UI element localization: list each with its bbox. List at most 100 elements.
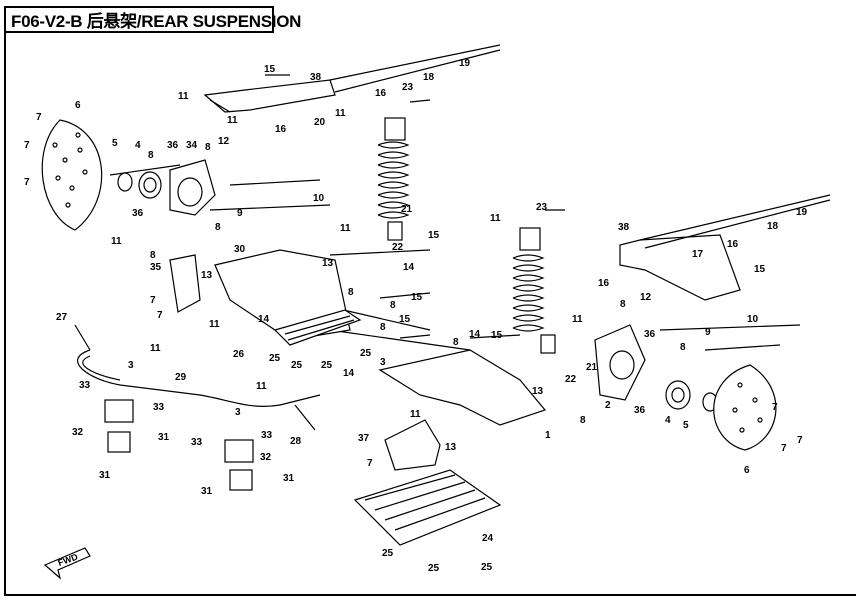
callout-34: 34 [186,140,198,151]
bolts [209,74,801,351]
callout-8: 8 [150,250,156,261]
callout-25: 25 [382,548,394,559]
callout-15: 15 [754,264,766,275]
left-hub-knuckle [109,159,216,216]
callout-19: 19 [796,207,808,218]
right-upper-a-arm [619,194,831,301]
right-hub-knuckle [594,324,718,412]
callout-18: 18 [767,221,779,232]
callout-25: 25 [291,360,303,371]
left-shock-absorber [377,117,410,241]
callout-3: 3 [380,357,386,368]
callout-4: 4 [135,140,141,151]
callout-3: 3 [235,407,241,418]
callout-12: 12 [218,136,230,147]
callout-20: 20 [314,117,326,128]
callout-7: 7 [367,458,373,469]
stabilizer-bar [74,324,321,431]
callout-27: 27 [56,312,68,323]
callout-30: 30 [234,244,246,255]
callout-11: 11 [178,91,189,102]
callout-11: 11 [490,213,501,224]
callout-8: 8 [453,337,459,348]
page-title: F06-V2-B 后悬架/REAR SUSPENSION [4,6,301,33]
callout-11: 11 [410,409,421,420]
callout-7: 7 [150,295,156,306]
callout-11: 11 [340,223,351,234]
callout-25: 25 [428,563,440,574]
fwd-arrow [43,547,91,580]
callout-15: 15 [411,292,423,303]
callout-11: 11 [335,108,346,119]
callout-23: 23 [536,202,548,213]
callout-14: 14 [469,329,481,340]
callout-13: 13 [322,258,334,269]
left-brake-disc [41,119,103,231]
callout-5: 5 [683,420,689,431]
guard-panel [384,419,441,471]
callout-11: 11 [111,236,122,247]
callout-10: 10 [313,193,325,204]
callout-32: 32 [260,452,272,463]
callout-6: 6 [75,100,81,111]
callout-15: 15 [399,314,411,325]
callout-6: 6 [744,465,750,476]
callout-31: 31 [201,486,213,497]
callout-36: 36 [132,208,144,219]
callout-14: 14 [258,314,270,325]
callout-7: 7 [772,402,778,413]
callout-5: 5 [112,138,118,149]
callout-15: 15 [491,330,503,341]
callout-38: 38 [310,72,322,83]
callout-15: 15 [264,64,276,75]
callout-7: 7 [157,310,163,321]
callout-9: 9 [237,208,243,219]
callout-35: 35 [150,262,162,273]
callout-25: 25 [321,360,333,371]
stabilizer-brackets-left [104,399,254,491]
callout-21: 21 [586,362,598,373]
callout-16: 16 [727,239,739,250]
callout-14: 14 [403,262,415,273]
callout-25: 25 [481,562,493,573]
callout-36: 36 [644,329,656,340]
callout-8: 8 [390,300,396,311]
callout-31: 31 [99,470,111,481]
callout-13: 13 [532,386,544,397]
callout-7: 7 [24,140,30,151]
callout-25: 25 [269,353,281,364]
callout-7: 7 [24,177,30,188]
callout-19: 19 [459,58,471,69]
callout-10: 10 [747,314,759,325]
callout-14: 14 [343,368,355,379]
right-brake-disc [713,364,777,451]
callout-16: 16 [598,278,610,289]
callout-11: 11 [209,319,220,330]
callout-15: 15 [428,230,440,241]
callout-8: 8 [148,150,154,161]
callout-8: 8 [580,415,586,426]
callout-7: 7 [781,443,787,454]
callout-33: 33 [79,380,91,391]
lower-arm-left [214,249,351,341]
callout-8: 8 [680,342,686,353]
callout-8: 8 [348,287,354,298]
callout-22: 22 [392,242,404,253]
callout-11: 11 [150,343,161,354]
callout-8: 8 [205,142,211,153]
callout-8: 8 [380,322,386,333]
callout-7: 7 [797,435,803,446]
callout-22: 22 [565,374,577,385]
skid-plate-center [353,469,502,546]
callout-4: 4 [665,415,671,426]
callout-38: 38 [618,222,630,233]
left-upper-a-arm [203,44,501,113]
callout-36: 36 [167,140,179,151]
callout-25: 25 [360,348,372,359]
parts-drawing [41,44,831,580]
callout-7: 7 [36,112,42,123]
callout-23: 23 [402,82,414,93]
callout-1: 1 [545,430,551,441]
right-shock-absorber [512,227,556,354]
